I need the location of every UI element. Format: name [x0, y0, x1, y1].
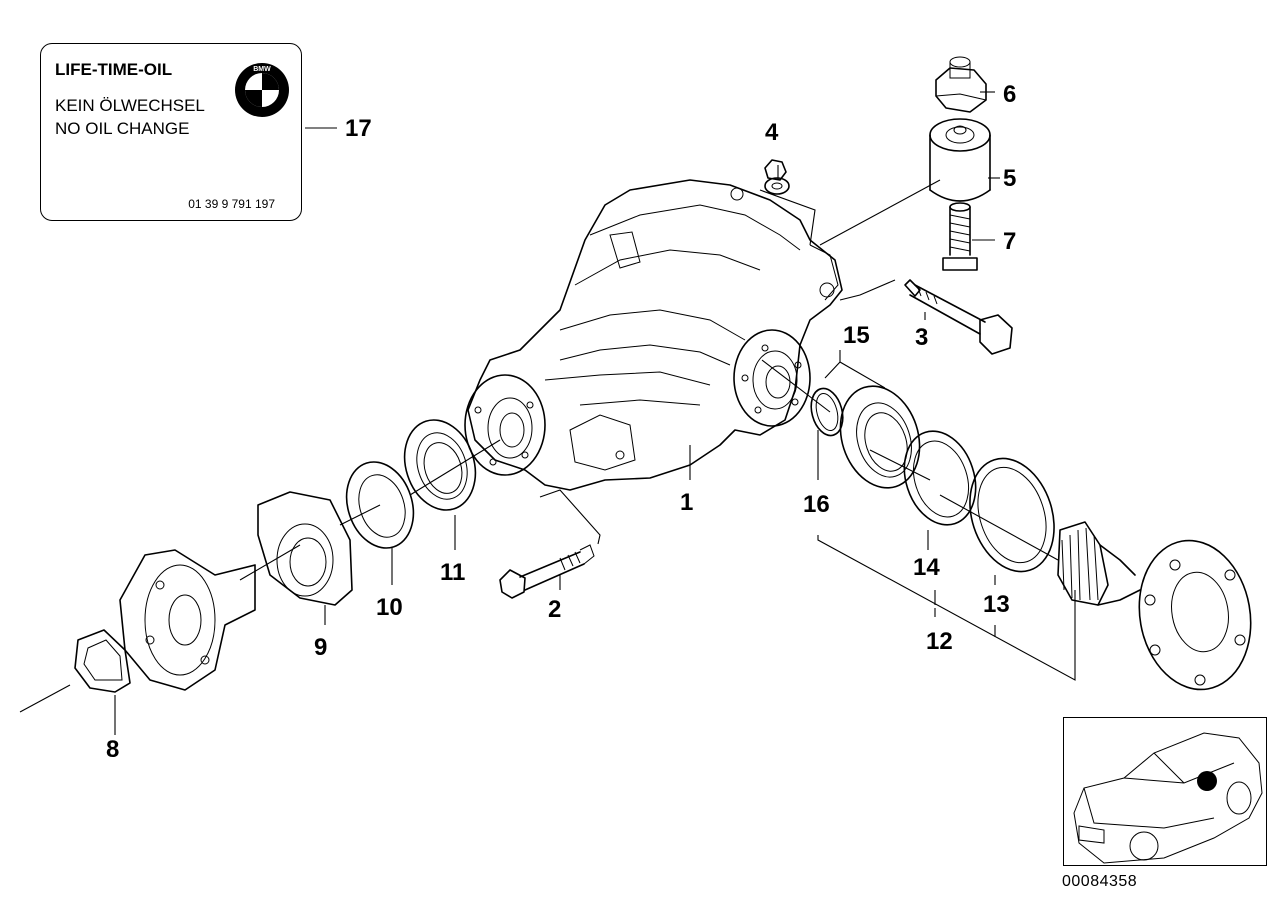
right-output-flange: [1057, 521, 1252, 691]
part-1-differential-housing[interactable]: [464, 179, 843, 491]
callout-11: 11: [440, 559, 465, 586]
callout-1: 1: [680, 489, 693, 516]
part-11-seal[interactable]: [393, 411, 486, 520]
callout-5: 5: [1003, 165, 1016, 192]
callout-8: 8: [106, 736, 119, 763]
part-5-rubber-mount[interactable]: [929, 118, 991, 202]
vehicle-location-inset: [1063, 717, 1267, 866]
callout-13: 13: [983, 591, 1010, 618]
callout-7: 7: [1003, 228, 1016, 255]
label-title: LIFE-TIME-OIL: [55, 60, 173, 79]
callout-17: 17: [345, 115, 372, 142]
callout-15: 15: [843, 322, 870, 349]
callout-10: 10: [376, 594, 403, 621]
callout-12: 12: [926, 628, 953, 655]
label-line-german: KEIN ÖLWECHSEL: [55, 96, 205, 115]
part-2-bolt[interactable]: [499, 544, 595, 599]
label-line-english: NO OIL CHANGE: [55, 119, 190, 138]
part-9-cover[interactable]: [257, 491, 353, 606]
callout-9: 9: [314, 634, 327, 661]
left-output-flange: [119, 549, 256, 691]
diagram-id: 00084358: [1062, 873, 1138, 890]
callout-2: 2: [548, 596, 561, 623]
bmw-logo-text: BMW: [253, 66, 271, 73]
part-4-nut[interactable]: [764, 159, 790, 195]
part-7-bolt[interactable]: [942, 202, 978, 271]
part-3-bolt[interactable]: [904, 279, 1013, 355]
part-13-shim[interactable]: [956, 447, 1068, 582]
part-8-lock-plate[interactable]: [74, 629, 131, 693]
location-marker: [1197, 771, 1217, 791]
part-14-ring[interactable]: [893, 422, 987, 534]
part-6-nut[interactable]: [935, 56, 987, 113]
callout-4: 4: [765, 119, 779, 146]
part-17-oil-label[interactable]: LIFE-TIME-OIL KEIN ÖLWECHSEL NO OIL CHAN…: [40, 43, 302, 221]
callout-6: 6: [1003, 81, 1016, 108]
callout-numbers: 1 2 3 4 5 6 7 8 9 10 11 12 13 14 15 16 1…: [106, 81, 1016, 763]
label-part-number: 01 39 9 791 197: [188, 197, 275, 211]
callout-16: 16: [803, 491, 830, 518]
callout-14: 14: [913, 554, 940, 581]
part-16-o-ring[interactable]: [806, 385, 847, 439]
car-outline-icon: [1073, 732, 1263, 864]
callout-3: 3: [915, 324, 928, 351]
leader-lines: [19, 91, 1076, 735]
bmw-logo-icon: BMW: [235, 63, 289, 117]
part-15-seal[interactable]: [828, 376, 932, 498]
